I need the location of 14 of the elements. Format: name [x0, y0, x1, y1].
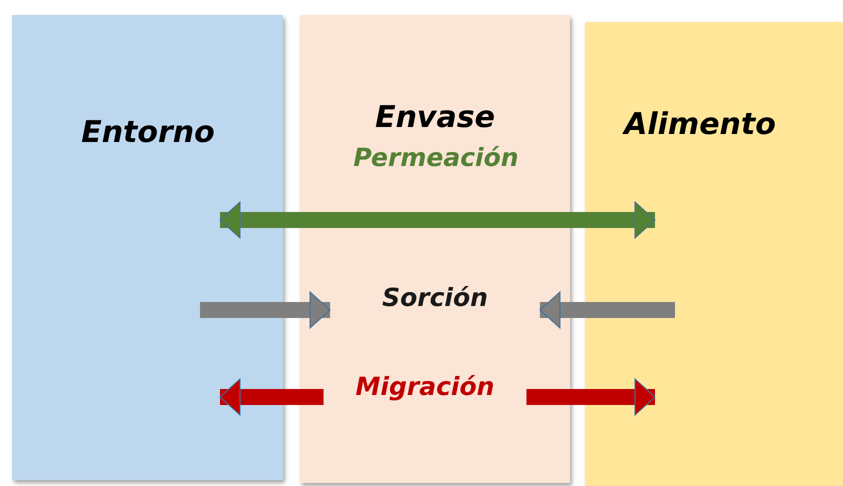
arrow: [200, 292, 331, 328]
process-label: Migración: [356, 372, 494, 401]
arrow: [539, 292, 675, 328]
band-title: Alimento: [624, 107, 776, 142]
arrow: [526, 378, 656, 416]
environment-band: [12, 15, 283, 480]
band-title: Entorno: [81, 115, 215, 150]
package-band: [300, 15, 570, 483]
arrow: [220, 378, 324, 416]
band-title: Envase: [375, 100, 495, 135]
process-label: Sorción: [382, 283, 488, 312]
edge-label: Permeación: [353, 143, 519, 172]
food-band: [585, 22, 843, 486]
arrow: [220, 202, 656, 238]
